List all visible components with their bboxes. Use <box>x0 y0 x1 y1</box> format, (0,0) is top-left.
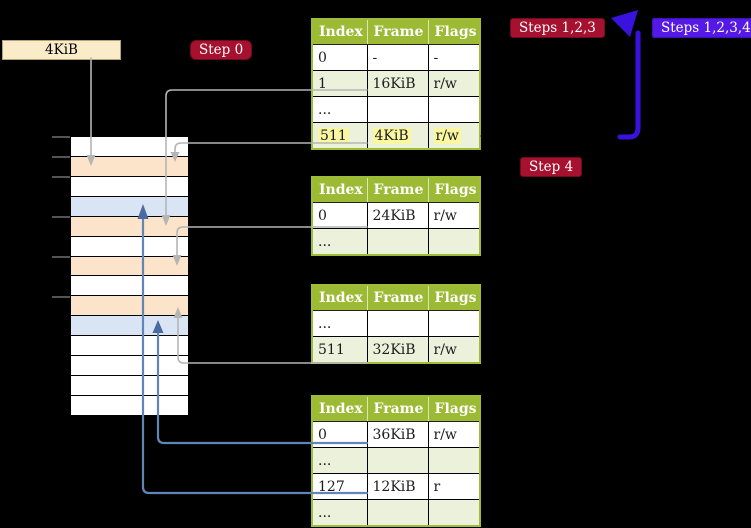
table-row: 0 - - <box>311 44 481 71</box>
current-entry-marker <box>480 131 488 141</box>
memory-cell <box>71 216 188 237</box>
table-header-row: Index Frame Flags <box>312 396 480 422</box>
memory-cell <box>71 236 188 257</box>
steps123-badge: Steps 1,2,3 <box>510 18 605 38</box>
memory-cell <box>71 356 188 377</box>
column-header-frame: Frame <box>366 19 428 45</box>
memory-cell <box>71 376 188 396</box>
table-row: ... <box>311 96 481 123</box>
table-row: 0 36KiB r/w <box>311 421 481 448</box>
table-row: 127 12KiB r <box>311 473 481 500</box>
column-header-index: Index <box>312 396 367 422</box>
column-header-index: Index <box>312 19 367 45</box>
table-header-row: Index Frame Flags <box>312 19 480 45</box>
table-row-highlighted: 511 4KiB r/w <box>311 122 481 150</box>
highlighted-value: r/w <box>433 127 461 144</box>
column-header-frame: Frame <box>366 177 428 203</box>
memory-cell <box>71 196 188 217</box>
column-header-frame: Frame <box>366 396 428 422</box>
memory-cell <box>71 137 188 157</box>
page-table-3: Index Frame Flags ... 511 32KiB r/w <box>311 284 481 364</box>
column-header-flags: Flags <box>427 177 480 203</box>
column-header-flags: Flags <box>427 396 480 422</box>
memory-ticks <box>52 136 70 298</box>
column-header-index: Index <box>312 285 367 311</box>
memory-cell <box>71 156 188 177</box>
steps-loop-arrow <box>611 10 641 140</box>
steps1234-badge: Steps 1,2,3,4 <box>652 18 751 38</box>
table-row: 511 32KiB r/w <box>311 336 481 364</box>
memory-cell <box>71 256 188 277</box>
column-header-flags: Flags <box>427 19 480 45</box>
page-size-label: 4KiB <box>2 40 121 60</box>
physical-memory-column <box>70 136 189 416</box>
table-row: ... <box>311 447 481 474</box>
table-row: 1 16KiB r/w <box>311 70 481 97</box>
table-row: 0 24KiB r/w <box>311 202 481 229</box>
memory-cell <box>71 296 188 317</box>
memory-cell <box>71 336 188 357</box>
table-row: ... <box>311 228 481 256</box>
column-header-index: Index <box>312 177 367 203</box>
highlighted-value: 511 <box>318 127 349 144</box>
memory-cell <box>71 276 188 297</box>
table-header-row: Index Frame Flags <box>312 177 480 203</box>
memory-cell <box>71 316 188 337</box>
page-table-1: Index Frame Flags 0 - - 1 16KiB r/w ... … <box>311 18 481 150</box>
page-table-2: Index Frame Flags 0 24KiB r/w ... <box>311 176 481 256</box>
table-row: ... <box>311 499 481 527</box>
highlighted-value: 4KiB <box>372 127 411 144</box>
table-header-row: Index Frame Flags <box>312 285 480 311</box>
column-header-flags: Flags <box>427 285 480 311</box>
page-table-4: Index Frame Flags 0 36KiB r/w ... 127 12… <box>311 395 481 527</box>
memory-cell <box>71 176 188 197</box>
memory-cell <box>71 395 188 415</box>
column-header-frame: Frame <box>366 285 428 311</box>
step4-badge: Step 4 <box>520 157 583 177</box>
step0-badge: Step 0 <box>190 40 253 60</box>
table-row: ... <box>311 310 481 337</box>
